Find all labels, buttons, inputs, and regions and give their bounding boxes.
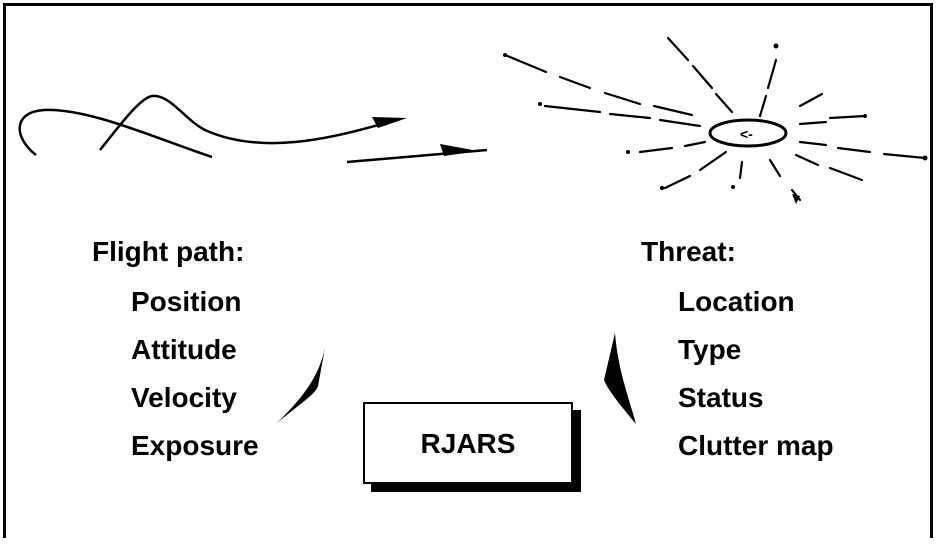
approach-arrowhead <box>440 144 478 156</box>
rjars-label: RJARS <box>420 428 516 459</box>
threat-dots <box>503 43 928 190</box>
flight-path-item-velocity: Velocity <box>131 382 237 413</box>
threat-ellipse <box>708 118 788 148</box>
flight-path-item-exposure: Exposure <box>131 430 259 461</box>
threat-ray-arrowhead <box>792 194 800 204</box>
threat-marker: <- <box>740 126 753 142</box>
flight-path-curve <box>18 108 213 159</box>
flight-path-item-attitude: Attitude <box>131 334 237 365</box>
threat-item-clutter-map: Clutter map <box>678 430 834 461</box>
threat-item-status: Status <box>678 382 764 413</box>
threat-item-type: Type <box>678 334 742 365</box>
right-wedge-arrow <box>604 333 636 424</box>
flight-path-heading: Flight path: <box>92 236 245 267</box>
flight-path-climb <box>99 94 396 151</box>
left-wedge-arrow <box>276 348 325 424</box>
threat-rays <box>503 36 927 202</box>
threat-item-location: Location <box>678 286 795 317</box>
diagram-frame <box>3 3 933 538</box>
flight-path-item-position: Position <box>131 286 242 317</box>
threat-heading: Threat: <box>641 236 736 267</box>
flight-path-arrowhead <box>372 117 407 128</box>
rjars-box: RJARS <box>363 402 573 484</box>
